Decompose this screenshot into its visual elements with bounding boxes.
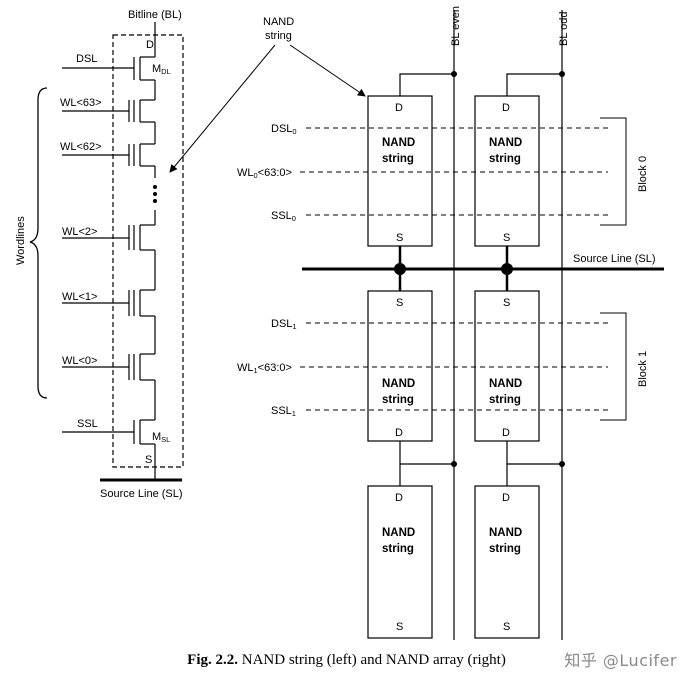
r1o-string: string [489, 153, 521, 165]
ssl-label: SSL [77, 418, 98, 430]
r2e-nand: NAND [382, 378, 415, 390]
dsl1-label: DSL1 [271, 318, 297, 331]
junction-dots [394, 71, 565, 467]
nand-string-r1-even [367, 95, 433, 247]
ssl1-label: SSL1 [271, 405, 296, 418]
transistor-mdl [62, 56, 155, 81]
bitline-label: Bitline (BL) [128, 9, 182, 21]
watermark: 知乎 @Lucifer [564, 651, 677, 670]
block0-label: Block 0 [637, 156, 649, 192]
wl1-bus-label: WL1<63:0> [237, 362, 292, 375]
nand-string-schematic [29, 22, 184, 482]
figure-caption-text: NAND string (left) and NAND array (right… [238, 652, 506, 668]
r2o-source: S [503, 297, 510, 309]
bl-even-label: BL even [450, 6, 462, 46]
wordlines-brace [29, 87, 48, 399]
cells-ellipsis [153, 185, 157, 203]
cell-wl63 [62, 99, 155, 123]
wl0-label: WL<0> [62, 355, 97, 367]
transistor-msl [62, 419, 155, 445]
nand-array [300, 10, 664, 640]
callout-arrows [169, 44, 366, 173]
r2e-source: S [396, 297, 403, 309]
wl1-label: WL<1> [62, 291, 97, 303]
nand-string-r1-odd [474, 95, 540, 247]
r2e-string: string [382, 394, 414, 406]
nand-string-r2-even [367, 290, 433, 442]
string-enclosure [112, 34, 184, 468]
nand-string-r3-even [367, 485, 433, 639]
nand-string-r2-odd [474, 290, 540, 442]
wl63-label: WL<63> [60, 97, 102, 109]
r2o-nand: NAND [489, 378, 522, 390]
r1e-drain: D [395, 102, 403, 114]
r3o-nand: NAND [489, 527, 522, 539]
r1e-string: string [382, 153, 414, 165]
left-source-label: S [145, 454, 152, 466]
r2e-drain: D [395, 427, 403, 439]
figure-caption: Fig. 2.2. NAND string (left) and NAND ar… [0, 652, 693, 669]
bl-odd-label: BL odd [558, 12, 570, 46]
cell-wl62 [62, 143, 155, 167]
left-source-line-label: Source Line (SL) [100, 488, 183, 500]
wordlines-label: Wordlines [15, 216, 27, 265]
wl0-bus-label: WL0<63:0> [237, 167, 292, 180]
block1-bracket [600, 312, 627, 421]
r3o-drain: D [502, 492, 510, 504]
r2o-drain: D [502, 427, 510, 439]
msl-label: MSL [152, 431, 170, 444]
r3o-source: S [503, 621, 510, 633]
block1-label: Block 1 [637, 351, 649, 387]
dsl0-label: DSL0 [271, 123, 297, 136]
figure-number: Fig. 2.2. [187, 652, 238, 668]
r1e-source: S [396, 232, 403, 244]
r3e-drain: D [395, 492, 403, 504]
r1o-drain: D [502, 102, 510, 114]
r3e-nand: NAND [382, 527, 415, 539]
cell-wl2 [62, 224, 155, 251]
right-source-line-label: Source Line (SL) [573, 253, 656, 265]
r3e-source: S [396, 621, 403, 633]
dsl-label: DSL [76, 53, 97, 65]
mdl-label: MDL [152, 63, 171, 76]
cell-wl1 [62, 289, 155, 317]
wl62-label: WL<62> [60, 141, 102, 153]
cell-wl0 [62, 353, 155, 381]
nand-string-r3-odd [474, 485, 540, 639]
r3o-string: string [489, 543, 521, 555]
r2o-string: string [489, 394, 521, 406]
r3e-string: string [382, 543, 414, 555]
nand-callout-line1: NAND [263, 16, 294, 28]
r1e-nand: NAND [382, 137, 415, 149]
r1o-nand: NAND [489, 137, 522, 149]
ssl0-label: SSL0 [271, 210, 296, 223]
wl2-label: WL<2> [62, 226, 97, 238]
block0-bracket [600, 117, 627, 226]
nand-callout-line2: string [265, 30, 292, 42]
left-drain-label: D [146, 39, 154, 51]
r1o-source: S [503, 232, 510, 244]
